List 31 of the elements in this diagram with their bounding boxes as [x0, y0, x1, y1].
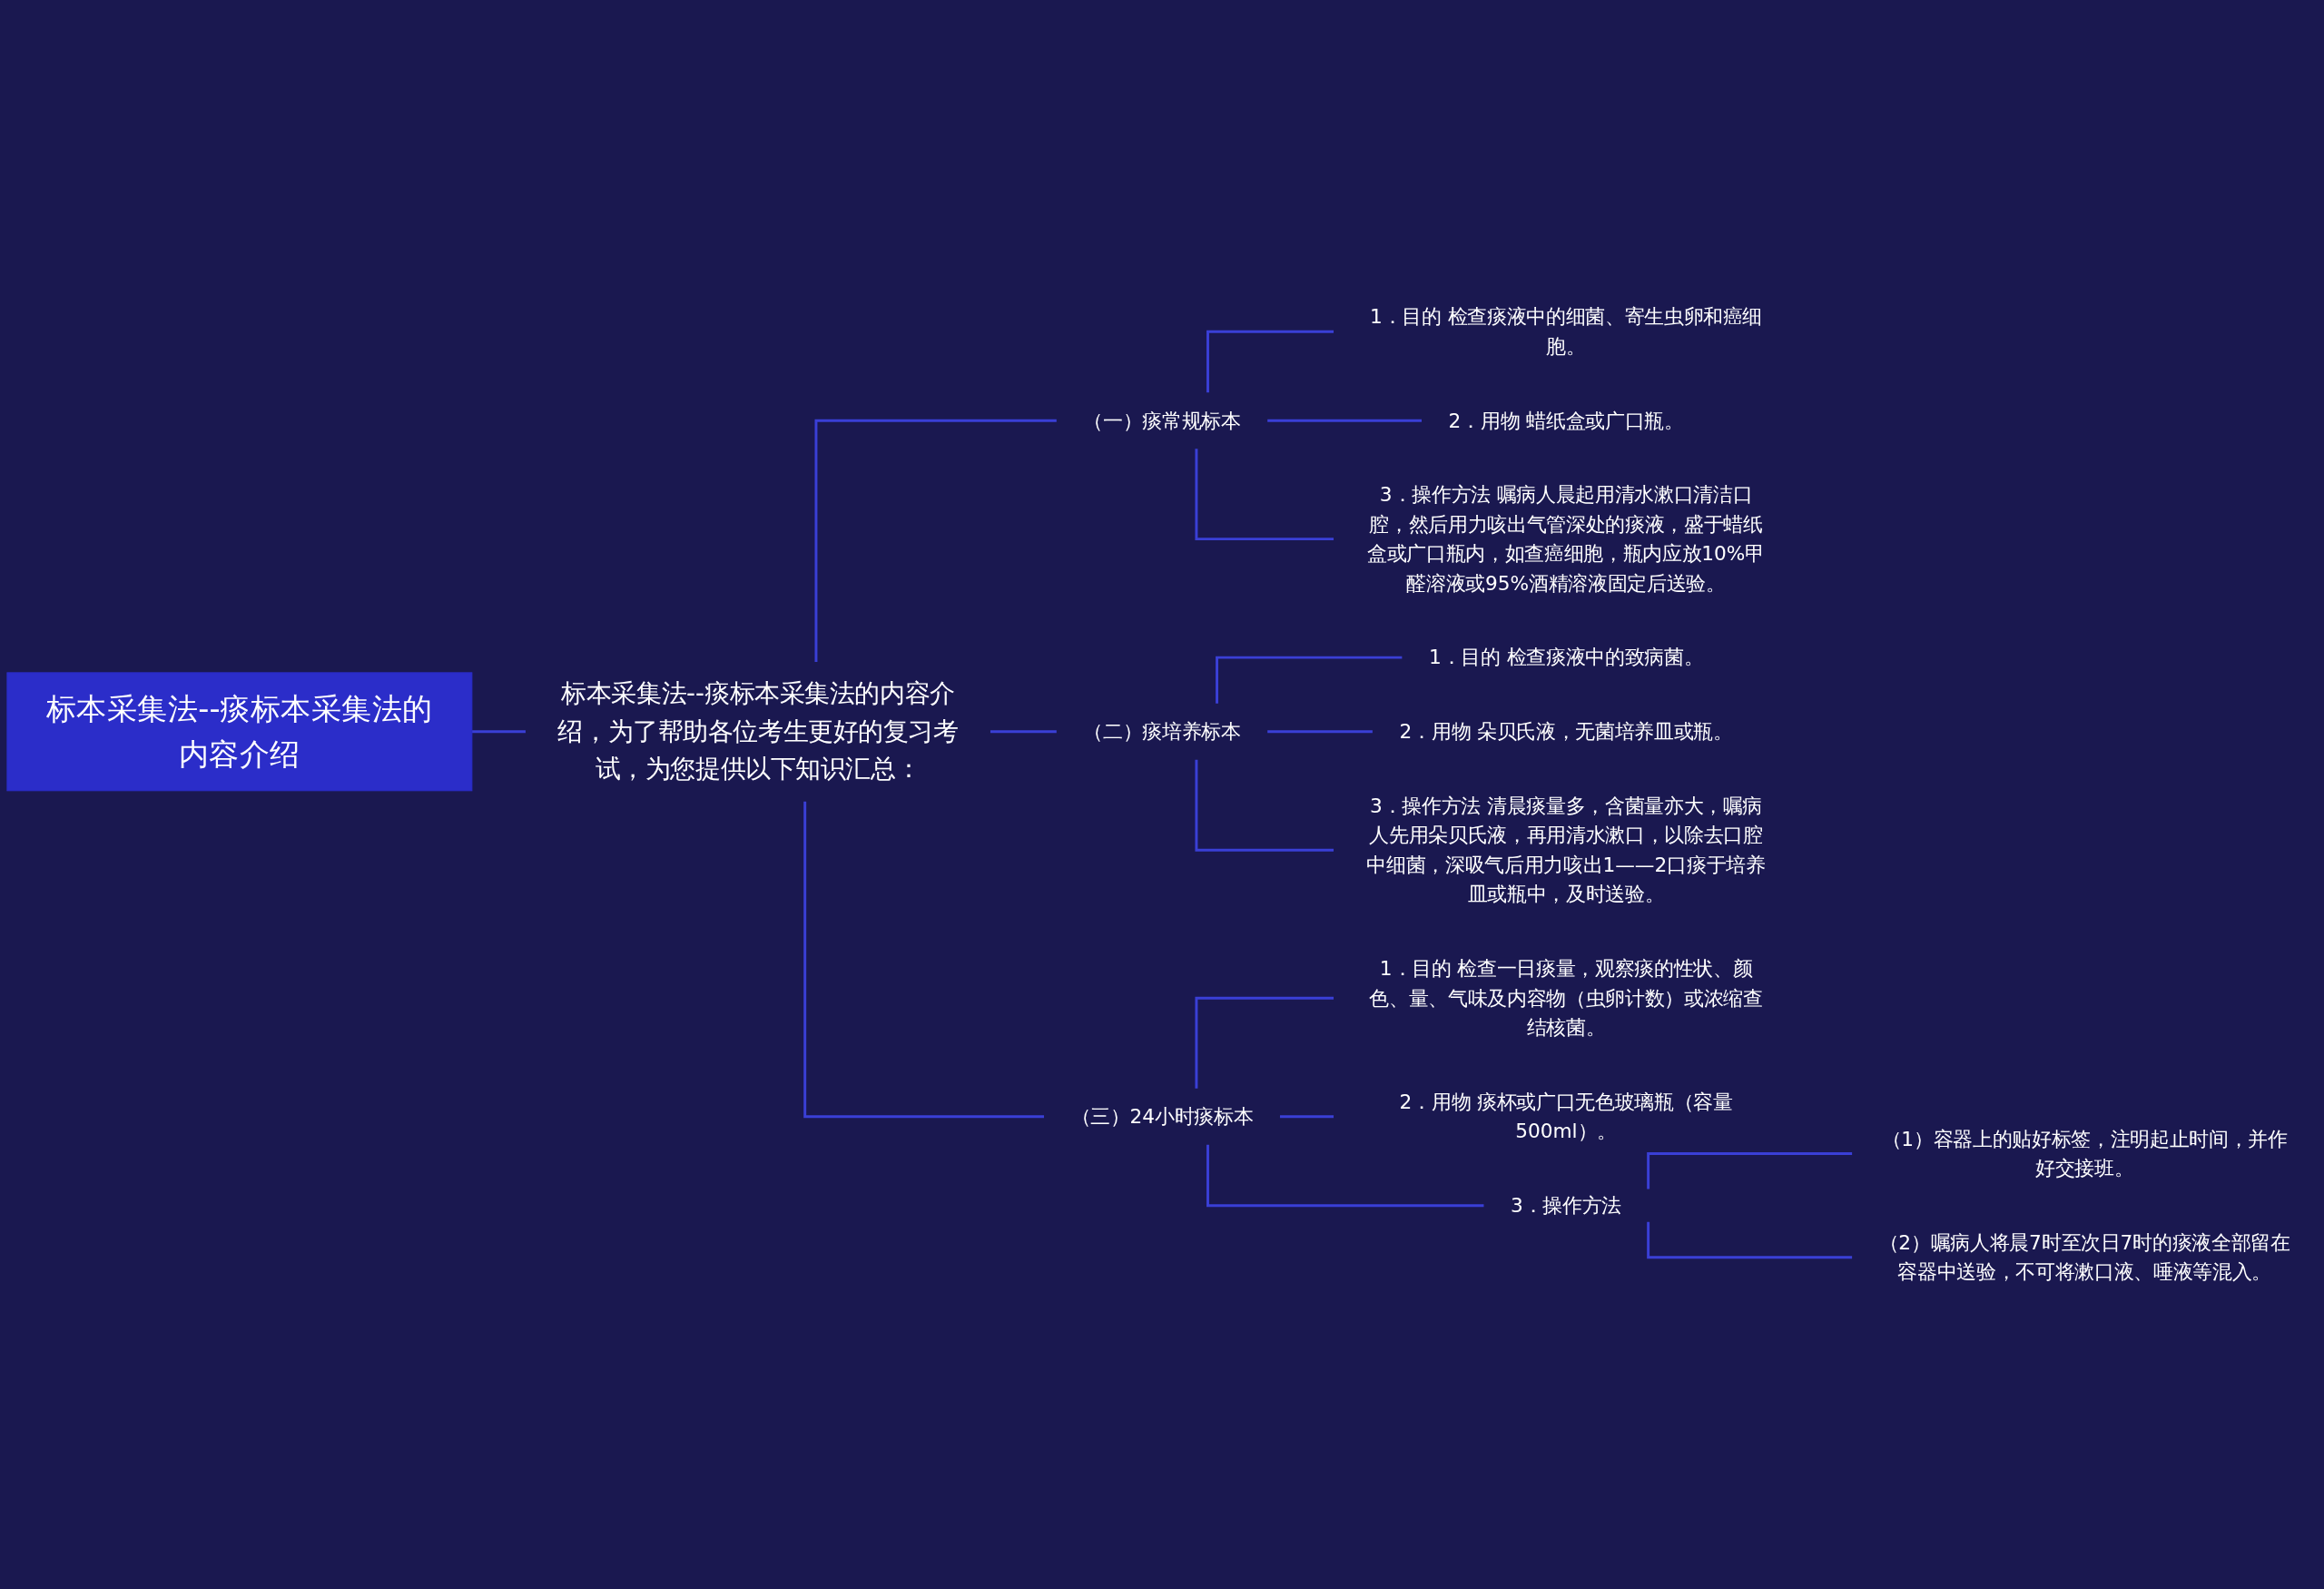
connector: [1206, 330, 1334, 393]
node-text: 3．操作方法: [1511, 1194, 1622, 1217]
node-text: 3．操作方法 嘱病人晨起用清水漱口清洁口腔，然后用力咳出气管深处的痰液，盛于蜡纸盒或广口瓶内，如查癌细胞，瓶内应放10%甲醛溶液或95%酒精溶液固定后送验。: [1367, 483, 1766, 595]
connector: [1265, 730, 1373, 734]
node-text: （一）痰常规标本: [1083, 409, 1241, 432]
connector: [1647, 1221, 1853, 1259]
node-text: 2．用物 蜡纸盒或广口瓶。: [1448, 409, 1684, 432]
connector: [1195, 449, 1334, 541]
node-text: （三）24小时痰标本: [1070, 1105, 1254, 1129]
connector: [1216, 656, 1403, 704]
node-text: 3．操作方法 清晨痰量多，含菌量亦大，嘱病人先用朵贝氏液，再用清水漱口，以除去口腔中细菌，深吸气后用力咳出1——2口痰于培养皿或瓶中，及时送验。: [1366, 794, 1766, 906]
node-text: 1．目的 检查一日痰量，观察痰的性状、颜色、量、气味及内容物（虫卵计数）或浓缩查结核菌。: [1369, 957, 1763, 1040]
node-text: 2．用物 痰杯或广口无色玻璃瓶（容量500ml）。: [1399, 1091, 1733, 1143]
node-text: （1）容器上的贴好标签，注明起止时间，并作好交接班。: [1881, 1128, 2288, 1180]
node-text: 标本采集法--痰标本采集法的内容介绍，为了帮助各位考生更好的复习考试，为您提供以下知识汇总：: [557, 678, 959, 784]
node-text: （二）痰培养标本: [1083, 720, 1241, 744]
connector: [1195, 759, 1334, 852]
node-text: 1．目的 检查痰液中的细菌、寄生虫卵和癌细胞。: [1369, 305, 1763, 358]
connector: [1647, 1152, 1853, 1189]
node-text: 1．目的 检查痰液中的致病菌。: [1428, 646, 1704, 669]
connector: [470, 730, 526, 734]
node-text: 2．用物 朵贝氏液，无菌培养皿或瓶。: [1399, 720, 1733, 744]
node-box: 标本采集法--痰标本采集法的内容介绍: [6, 672, 473, 792]
connector: [814, 419, 1057, 663]
connector: [989, 730, 1057, 734]
node-text: （2）嘱病人将晨7时至次日7时的痰液全部留在容器中送验，不可将漱口液、唾液等混入。: [1878, 1231, 2290, 1284]
connector: [803, 801, 1045, 1119]
connector: [1206, 1144, 1484, 1208]
connector: [1278, 1115, 1334, 1119]
connector: [1265, 419, 1423, 422]
connector: [1195, 996, 1334, 1089]
